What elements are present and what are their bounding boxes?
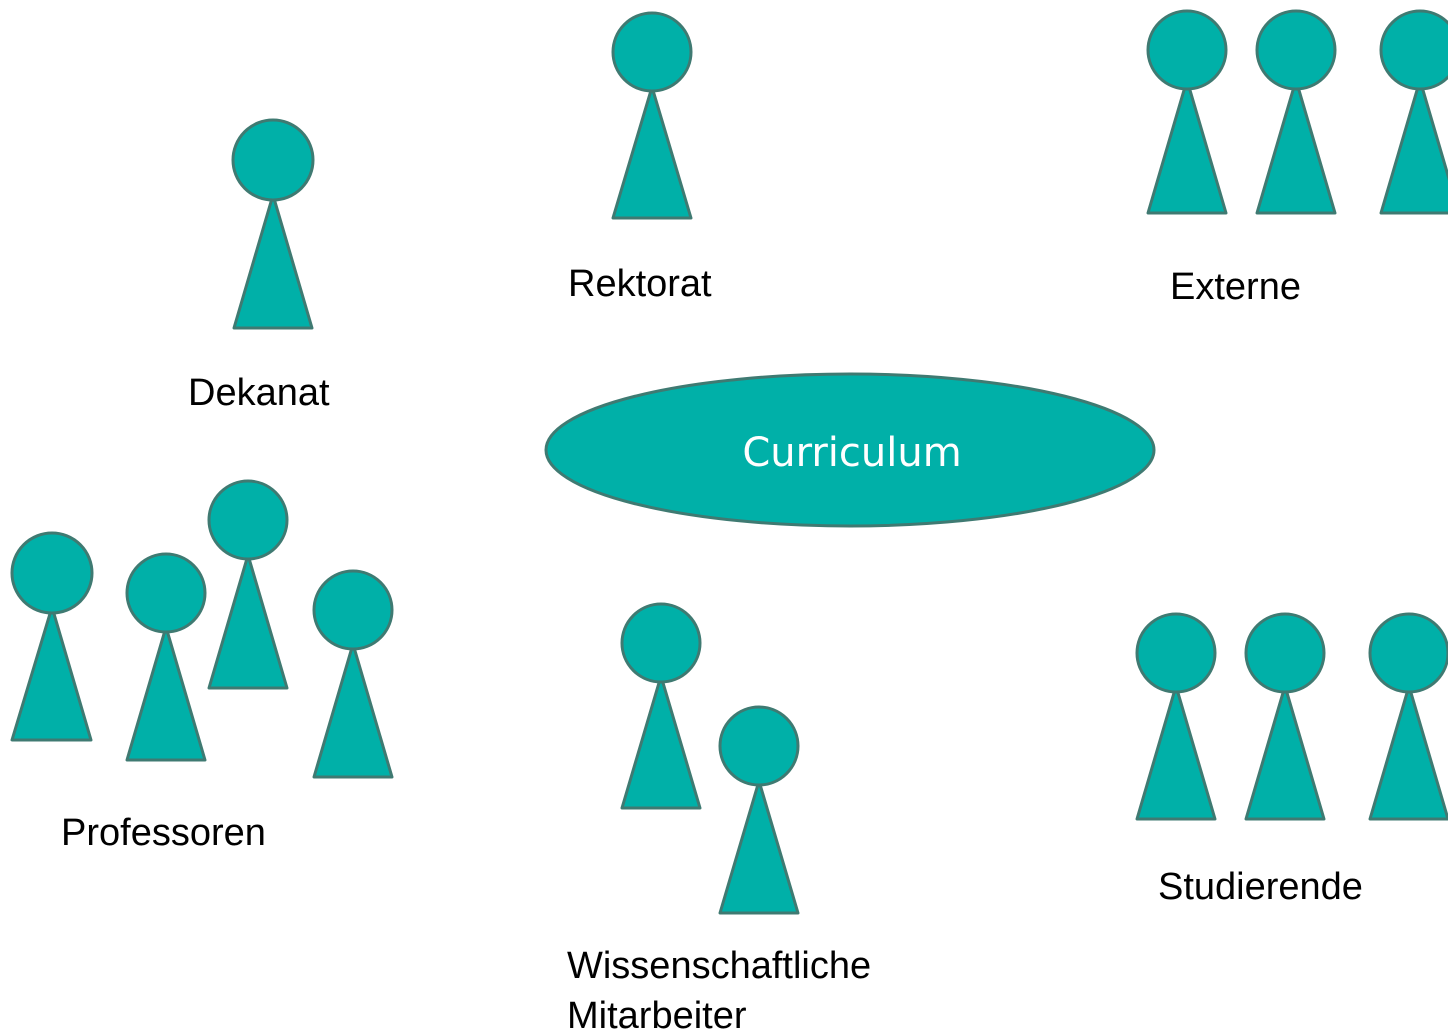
person-icon-dekanat xyxy=(231,118,315,330)
person-icon-professoren-2 xyxy=(125,552,207,762)
label-externe: Externe xyxy=(1170,266,1301,308)
label-dekanat: Dekanat xyxy=(188,372,330,414)
person-icon-professoren-4 xyxy=(312,569,394,779)
curriculum-ellipse xyxy=(544,372,1156,528)
label-wiss-mitarbeiter-line1: Wissenschaftliche xyxy=(567,945,871,987)
person-icon-professoren-1 xyxy=(10,531,94,742)
label-rektorat: Rektorat xyxy=(568,263,712,305)
person-icon-professoren-3 xyxy=(207,479,289,690)
person-icon-rektorat xyxy=(611,11,693,220)
person-icon-externe-2 xyxy=(1255,9,1337,215)
label-wiss-mitarbeiter-line2: Mitarbeiter xyxy=(567,995,747,1033)
person-icon-studierende-2 xyxy=(1244,612,1326,821)
person-icon-mitarbeiter-1 xyxy=(620,602,702,810)
person-icon-externe-1 xyxy=(1146,9,1228,215)
person-icon-mitarbeiter-2 xyxy=(718,705,800,915)
person-icon-studierende-3 xyxy=(1368,612,1448,821)
label-studierende: Studierende xyxy=(1158,866,1363,908)
curriculum-label: Curriculum xyxy=(742,430,961,476)
label-professoren: Professoren xyxy=(61,812,266,854)
person-figures xyxy=(10,9,1448,915)
person-icon-externe-3 xyxy=(1379,9,1448,215)
person-icon-studierende-1 xyxy=(1135,612,1217,821)
